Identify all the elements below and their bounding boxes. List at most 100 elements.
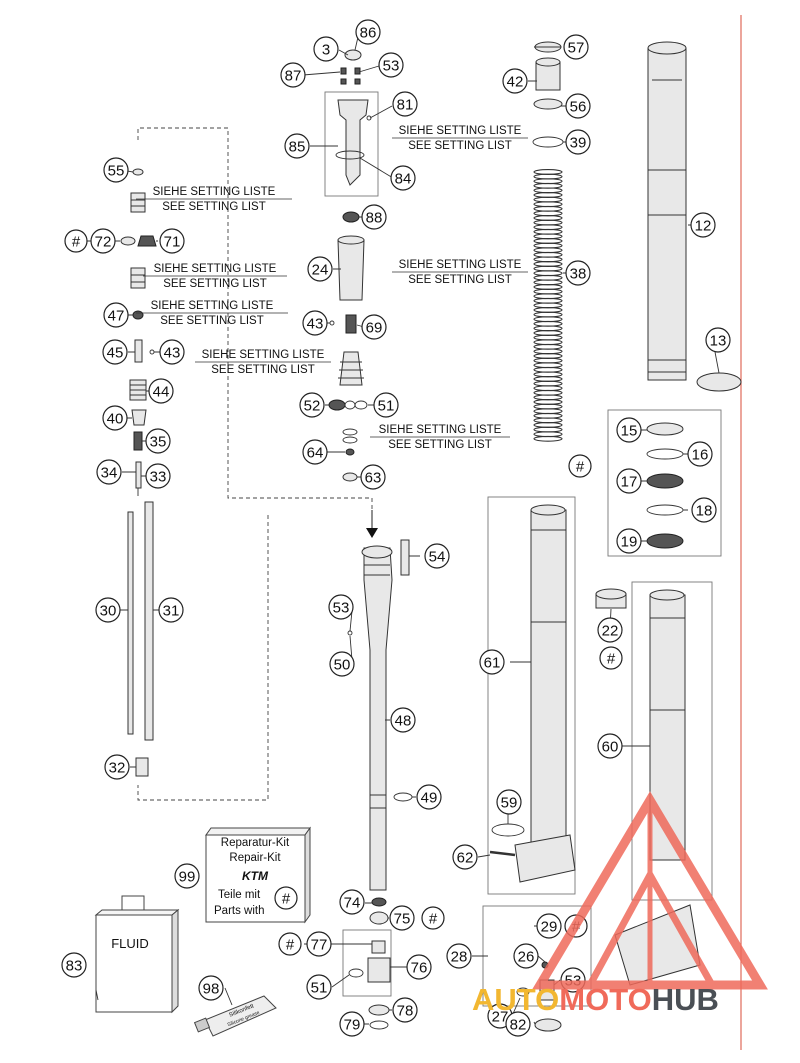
tube-61 [530,509,567,871]
kit-line2: Repair-Kit [229,852,281,864]
tube-48 [363,547,393,891]
setting-note-1: SIEHE SETTING LISTE SEE SETTING LIST [136,186,292,213]
callout-77: 77 [306,931,332,957]
nut-88 [342,211,360,223]
callout-60-label: 60 [602,739,619,756]
callout-48: 48 [390,707,416,733]
shim-stack-a [130,192,146,213]
callout-42: 42 [502,68,528,94]
routing-line-lower [137,515,269,801]
callout-22: 22 [597,617,623,643]
callout-64: 64 [302,439,328,465]
callout-15: 15 [616,417,642,443]
callout-33: 33 [145,463,171,489]
callout-63: 63 [360,464,386,490]
callout-47: 47 [103,302,129,328]
watermark-auto: AUTO [472,982,559,1017]
spring-pad-24 [337,239,365,301]
callout-13: 13 [705,327,731,353]
callout-26: 26 [513,943,539,969]
callout-13-label: 13 [710,333,727,350]
callout-18-label: 18 [696,503,713,520]
callout-82-label: 82 [510,1017,527,1034]
rod-30 [127,511,134,735]
needle-33 [135,461,142,489]
callout-79: 79 [339,1011,365,1037]
washer-55 [132,168,144,176]
callout-hash-4-label: # [286,937,295,954]
setting-note-en: SEE SETTING LIST [163,278,267,290]
callout-76-label: 76 [411,960,428,977]
callout-40-label: 40 [107,411,124,428]
callout-59: 59 [496,789,522,815]
axle-clamp-left [514,834,576,883]
callout-26-label: 26 [518,949,535,966]
grease-tube [193,995,277,1037]
callout-hash-1: # [64,229,88,253]
callout-39: 39 [565,129,591,155]
fluid-label: FLUID [111,936,149,951]
callout-54: 54 [424,543,450,569]
callout-40: 40 [102,405,128,431]
callout-99-label: 99 [179,869,196,886]
callout-50-label: 50 [334,657,351,674]
callout-39-label: 39 [570,135,587,152]
callout-71: 71 [159,228,185,254]
callout-24: 24 [307,256,333,282]
callout-64-label: 64 [307,445,324,462]
setting-note-de: SIEHE SETTING LISTE [153,186,276,198]
spring-35 [133,431,143,451]
callout-84: 84 [390,165,416,191]
callout-hash-7-label: # [607,651,616,668]
cap-parts [335,49,372,186]
rod-31 [144,501,154,741]
tube-60 [649,594,686,861]
callout-88-label: 88 [366,210,383,227]
callout-57-label: 57 [568,40,585,57]
callout-63-label: 63 [365,470,382,487]
callout-45-label: 45 [107,345,124,362]
setting-note-en: SEE SETTING LIST [162,201,266,213]
callout-50: 50 [329,651,355,677]
callout-76: 76 [406,954,432,980]
callout-17: 17 [616,468,642,494]
seal-19 [646,533,684,549]
callout-29: 29 [536,913,562,939]
callout-75-label: 75 [394,911,411,928]
callout-53b-label: 53 [333,600,350,617]
setting-note-de: SIEHE SETTING LISTE [154,263,277,275]
callout-81: 81 [392,91,418,117]
valve-box [342,929,392,997]
kit-line3: Teile mit [218,889,261,901]
setting-note-2: SIEHE SETTING LISTE SEE SETTING LIST [143,263,287,290]
callout-35-label: 35 [150,434,167,451]
tube-12 [647,47,687,381]
setting-note-de: SIEHE SETTING LISTE [379,424,502,436]
callout-51b-label: 51 [311,980,328,997]
seal-kit-box [607,409,722,557]
washer-39 [532,136,564,148]
setting-note-de: SIEHE SETTING LISTE [151,300,274,312]
callout-32: 32 [104,754,130,780]
callout-53a-label: 53 [383,58,400,75]
callout-81-label: 81 [397,97,414,114]
callout-hash-3-label: # [429,911,438,928]
clip-54 [400,539,410,576]
callout-22-label: 22 [602,623,619,640]
callout-49: 49 [416,784,442,810]
callout-53a: 53 [378,52,404,78]
callout-30-label: 30 [100,603,117,620]
arrow-head [366,528,378,538]
callout-72-label: 72 [95,234,112,251]
kit-line4: Parts with [214,905,265,917]
callout-62: 62 [452,844,478,870]
callout-29-label: 29 [541,919,558,936]
part-47 [132,310,144,320]
setting-note-de: SIEHE SETTING LISTE [399,259,522,271]
callout-28-label: 28 [451,949,468,966]
callout-16-label: 16 [692,447,709,464]
valve-71 [137,235,157,247]
